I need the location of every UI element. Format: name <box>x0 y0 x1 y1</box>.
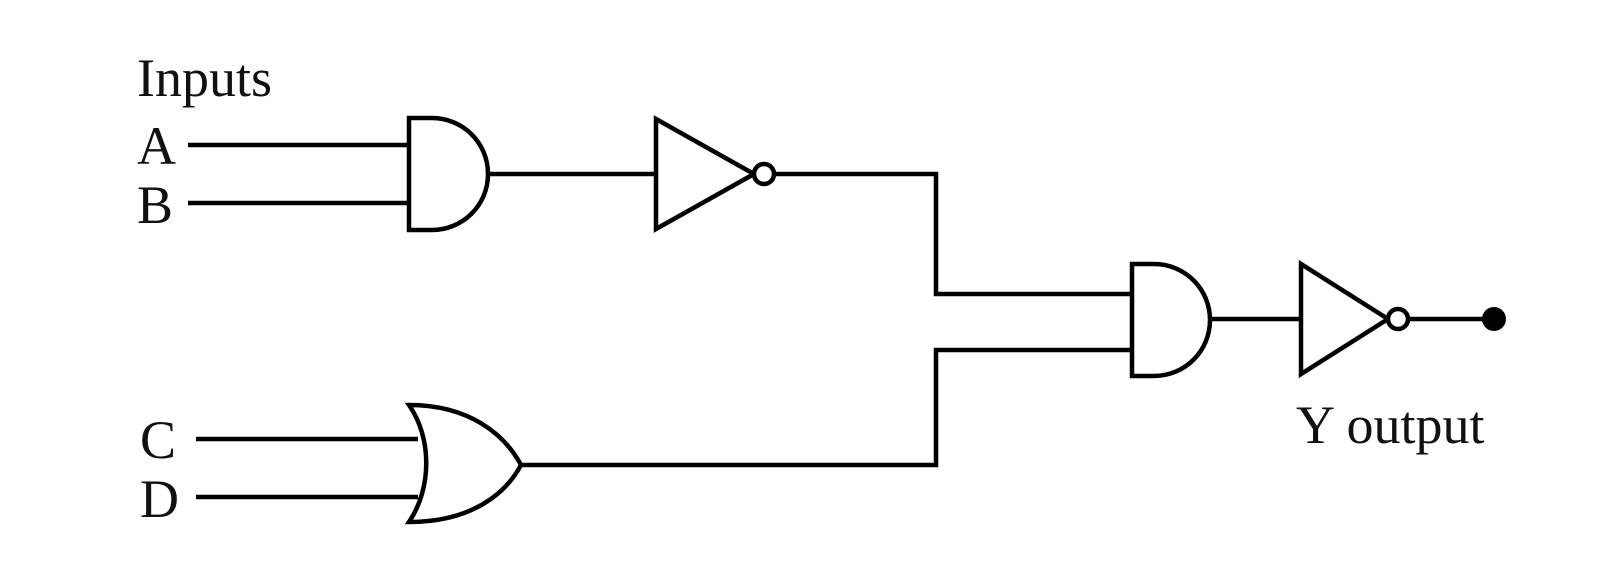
input-label-b: B <box>137 175 173 235</box>
input-label-d: D <box>140 469 179 529</box>
and-gate-1 <box>406 115 491 233</box>
output-label: Y output <box>1296 395 1485 455</box>
or-gate <box>404 402 524 525</box>
not-gate-2-bubble <box>1385 306 1411 332</box>
not-gate-2 <box>1298 259 1393 379</box>
not-gate-1 <box>653 115 759 233</box>
not-gate-1-bubble <box>751 161 777 187</box>
wire-not1-to-and2 <box>775 171 1133 297</box>
output-terminal-dot <box>1482 307 1506 331</box>
input-label-c: C <box>140 410 176 470</box>
and-gate-2 <box>1129 261 1213 379</box>
input-label-a: A <box>137 116 176 176</box>
inputs-title: Inputs <box>137 48 272 108</box>
wire-or1-to-and2 <box>521 347 1133 468</box>
